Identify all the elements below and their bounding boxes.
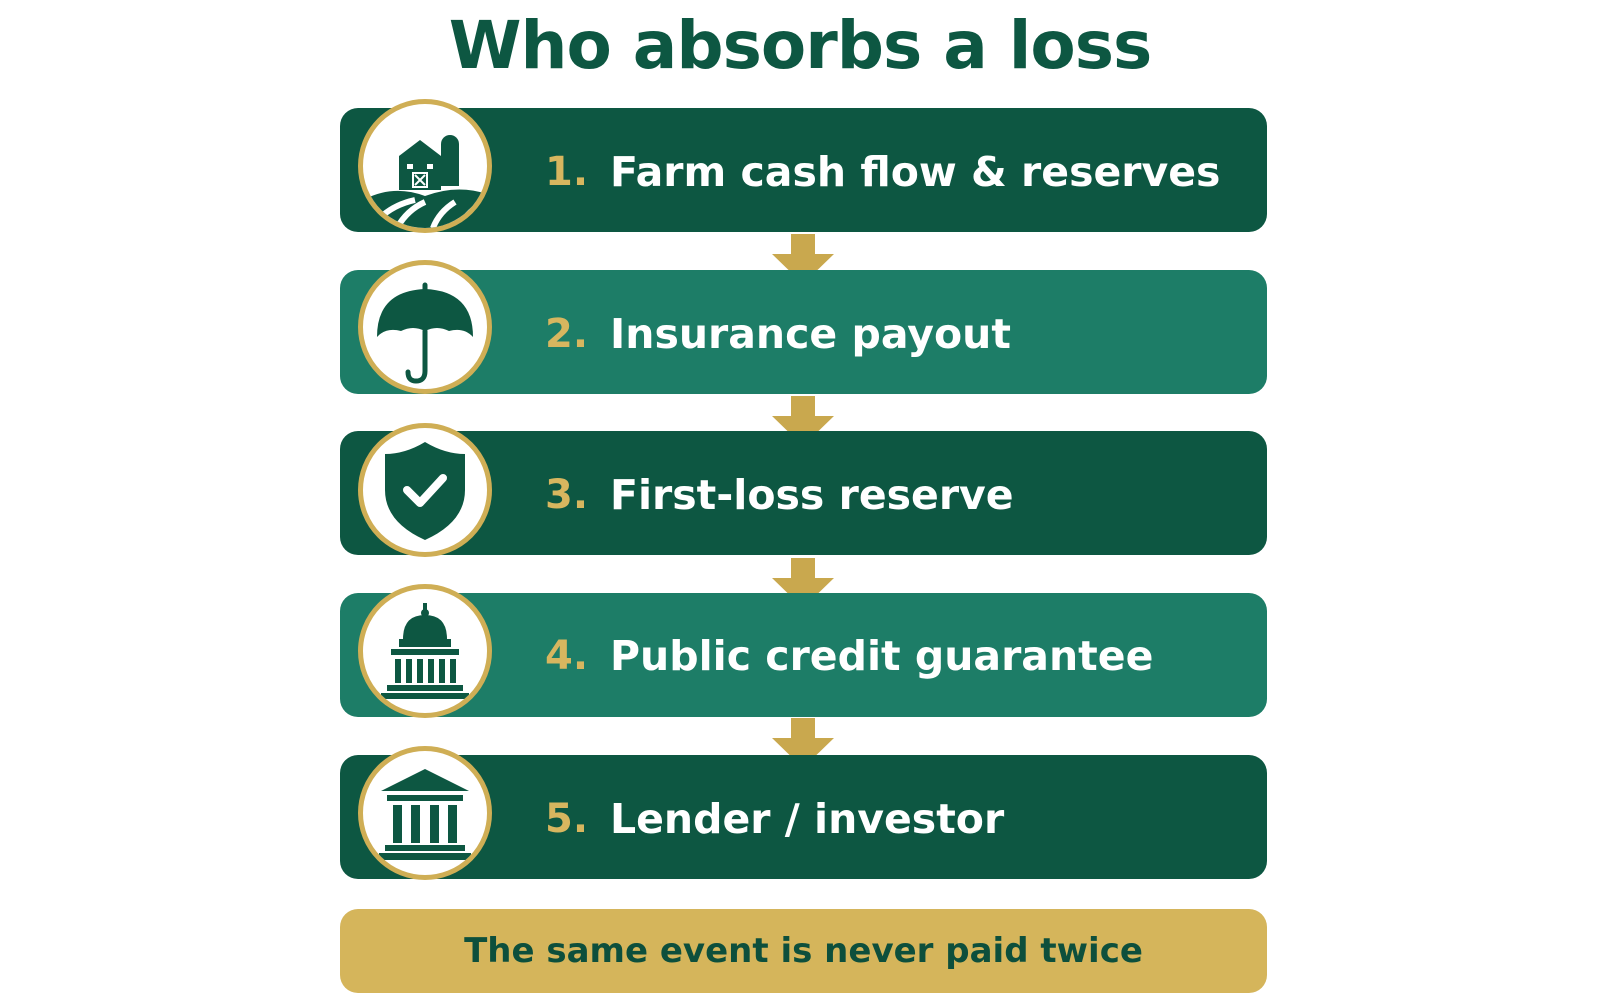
step-4-number: 4. (545, 633, 589, 679)
umbrella-icon (377, 282, 473, 384)
step-4-box (340, 593, 1267, 717)
footer-banner: The same event is never paid twice (340, 909, 1267, 993)
step-5-icon-badge (358, 746, 492, 880)
step-2-label: Insurance payout (610, 310, 1011, 358)
step-5-number: 5. (545, 796, 589, 842)
step-4-label: Public credit guarantee (610, 632, 1154, 680)
step-3-icon-badge (358, 423, 492, 557)
shield-check-icon (385, 442, 465, 540)
step-1-box (340, 108, 1267, 232)
step-2-number: 2. (545, 311, 589, 357)
step-5-label: Lender / investor (610, 795, 1005, 843)
arrow-down-icon (772, 234, 834, 284)
step-3-label: First-loss reserve (610, 471, 1014, 519)
step-3-number: 3. (545, 472, 589, 518)
step-1-icon-badge (358, 99, 492, 233)
arrow-down-icon (772, 718, 834, 768)
footer-text: The same event is never paid twice (464, 931, 1143, 971)
step-1-label: Farm cash flow & reserves (610, 148, 1221, 196)
diagram-title: Who absorbs a loss (448, 7, 1153, 84)
capitol-building-icon (381, 603, 469, 699)
step-2-icon-badge (358, 260, 492, 394)
step-3-box (340, 431, 1267, 555)
step-5-box (340, 755, 1267, 879)
farm-barn-icon (363, 135, 487, 228)
bank-building-icon (379, 769, 471, 860)
step-4-icon-badge (358, 584, 492, 718)
arrow-down-icon (772, 558, 834, 608)
step-2-box (340, 270, 1267, 394)
arrow-down-icon (772, 396, 834, 446)
step-1-number: 1. (545, 149, 589, 195)
